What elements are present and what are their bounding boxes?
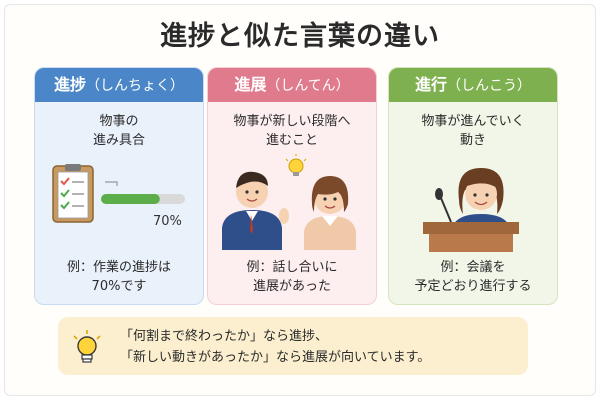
lightbulb-icon [285,154,307,176]
card-description: 物事が進んでいく 動き [421,114,525,148]
card-header: 進捗（しんちょく） [35,68,203,102]
podium [423,222,519,252]
tip-box: 「何割まで終わったか」なら進捗、 「新しい動きがあったか」なら進展が向いています… [58,317,528,375]
man-avatar [222,171,289,250]
lightbulb-icon [73,330,101,363]
discussion-illustration [222,154,356,250]
card-header: 進展（しんてん） [208,68,376,102]
woman-avatar [304,176,356,250]
card-reading: （しんてん） [266,78,350,94]
card-header: 進行（しんこう） [389,68,557,102]
card-example: 例：会議を 予定どおり進行する [414,260,532,294]
card-description: 物事が新しい段階へ 進むこと [233,114,351,148]
progress-bar [101,194,185,204]
progress-label: 70% [153,214,182,229]
microphone-icon [435,188,452,223]
presenter-illustration [423,168,519,252]
card-shinten: 進展（しんてん） 物事が新しい段階へ 進むこと [207,67,377,305]
card-shinchoku: 進捗（しんちょく） 物事の 進み具合 70% 例：作業の進捗は 70%です [34,67,204,305]
card-example: 例：話し合いに 進展があった [246,260,338,294]
tip-text: 「何割まで終わったか」なら進捗、 「新しい動きがあったか」なら進展が向いています… [120,329,431,365]
progress-bar-fill [101,194,160,204]
page-title: 進捗と似た言葉の違い [160,21,440,52]
card-word: 進行 [414,75,447,94]
card-word: 進展 [234,75,267,94]
card-example: 例：作業の進捗は 70%です [66,260,171,294]
clipboard-progress-illustration [52,164,185,223]
clipboard-icon [52,164,94,223]
card-word: 進捗 [53,75,86,94]
card-description: 物事の 進み具合 [92,114,145,148]
card-reading: （しんこう） [447,78,531,94]
card-reading: （しんちょく） [86,78,184,94]
card-shinkou: 進行（しんこう） 物事が進んでいく 動き 例：会議を 予定どおり進行する [388,67,558,305]
